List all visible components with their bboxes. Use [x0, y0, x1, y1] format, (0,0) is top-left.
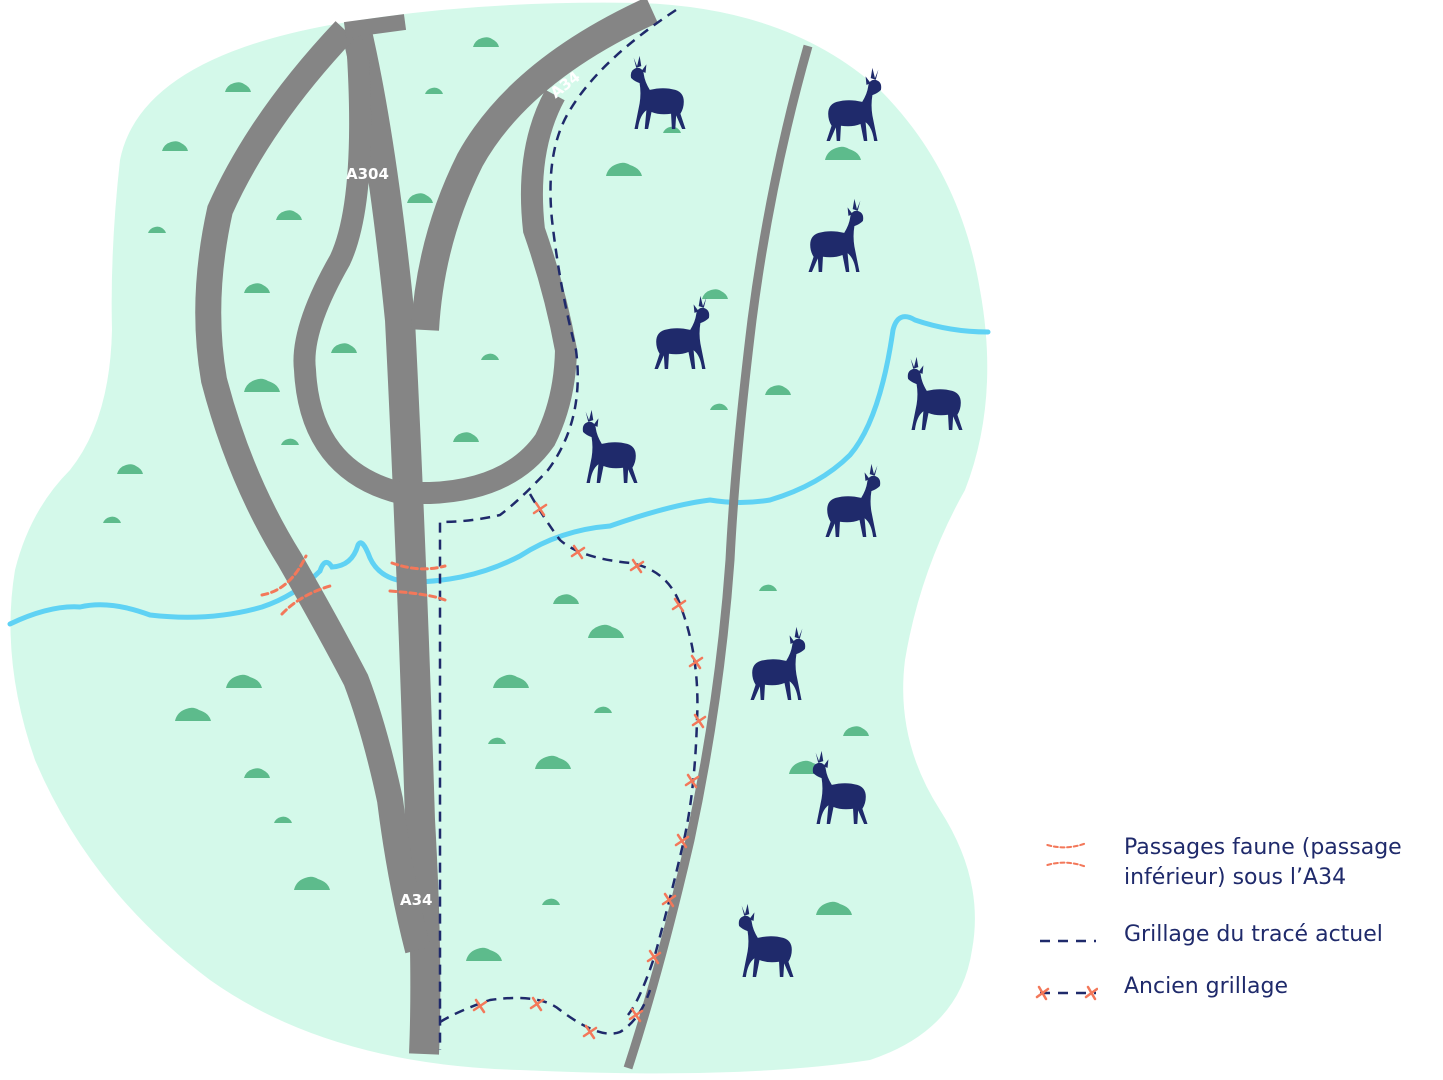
wildlife-passages — [260, 554, 447, 616]
legend-label-current-fence: Grillage du tracé actuel — [1124, 922, 1383, 947]
legend-key-passages — [1046, 842, 1086, 868]
fence-cross-icon — [472, 998, 488, 1014]
fence-cross-icon — [691, 713, 707, 729]
fence-cross-icon — [629, 558, 645, 574]
fence-cross-icon — [529, 996, 545, 1012]
river — [7, 314, 991, 627]
legend-item-old-fence: Ancien grillage — [1034, 972, 1288, 1012]
fence-cross-icon — [628, 1007, 644, 1023]
legend-key-old-fence — [1035, 985, 1098, 1001]
legend-key-current-fence — [1040, 939, 1096, 943]
fence-cross-icon — [1035, 985, 1050, 1001]
fence-cross-icon — [671, 597, 687, 613]
road-a304-connector — [343, 14, 407, 38]
land-area — [10, 2, 988, 1074]
current-fence — [438, 8, 677, 1050]
legend-item-current-fence: Grillage du tracé actuel — [1034, 920, 1383, 960]
fence-cross-icon — [532, 501, 548, 517]
road-a304-west — [195, 21, 431, 954]
fence-cross-icon — [646, 949, 662, 965]
fence-cross-icon — [688, 654, 704, 670]
road-label-a304: A304 — [346, 165, 389, 183]
road-a304-loop — [293, 39, 578, 504]
fence-cross-icon — [684, 773, 700, 789]
fence-cross-icon — [570, 544, 586, 560]
roads — [195, 0, 813, 1070]
passage-arc — [1046, 842, 1086, 849]
fence-cross-icon — [1084, 985, 1098, 1001]
passage-arc — [1046, 861, 1086, 868]
fence-cross-icon — [661, 892, 677, 908]
road-a34-northeast — [411, 0, 658, 331]
legend-label-passages-line1: Passages faune (passage — [1124, 835, 1402, 860]
fence-cross-icon — [674, 833, 690, 849]
legend-item-passages: Passages faune (passage inférieur) sous … — [1034, 833, 1402, 893]
road-east — [623, 44, 813, 1070]
fence-cross-icon — [582, 1024, 598, 1040]
legend-label-old-fence: Ancien grillage — [1124, 974, 1289, 999]
old-fence-crosses — [472, 501, 707, 1040]
legend-label-passages-line2: inférieur) sous l’A34 — [1124, 865, 1347, 890]
road-label-a34-bottom: A34 — [400, 891, 432, 909]
